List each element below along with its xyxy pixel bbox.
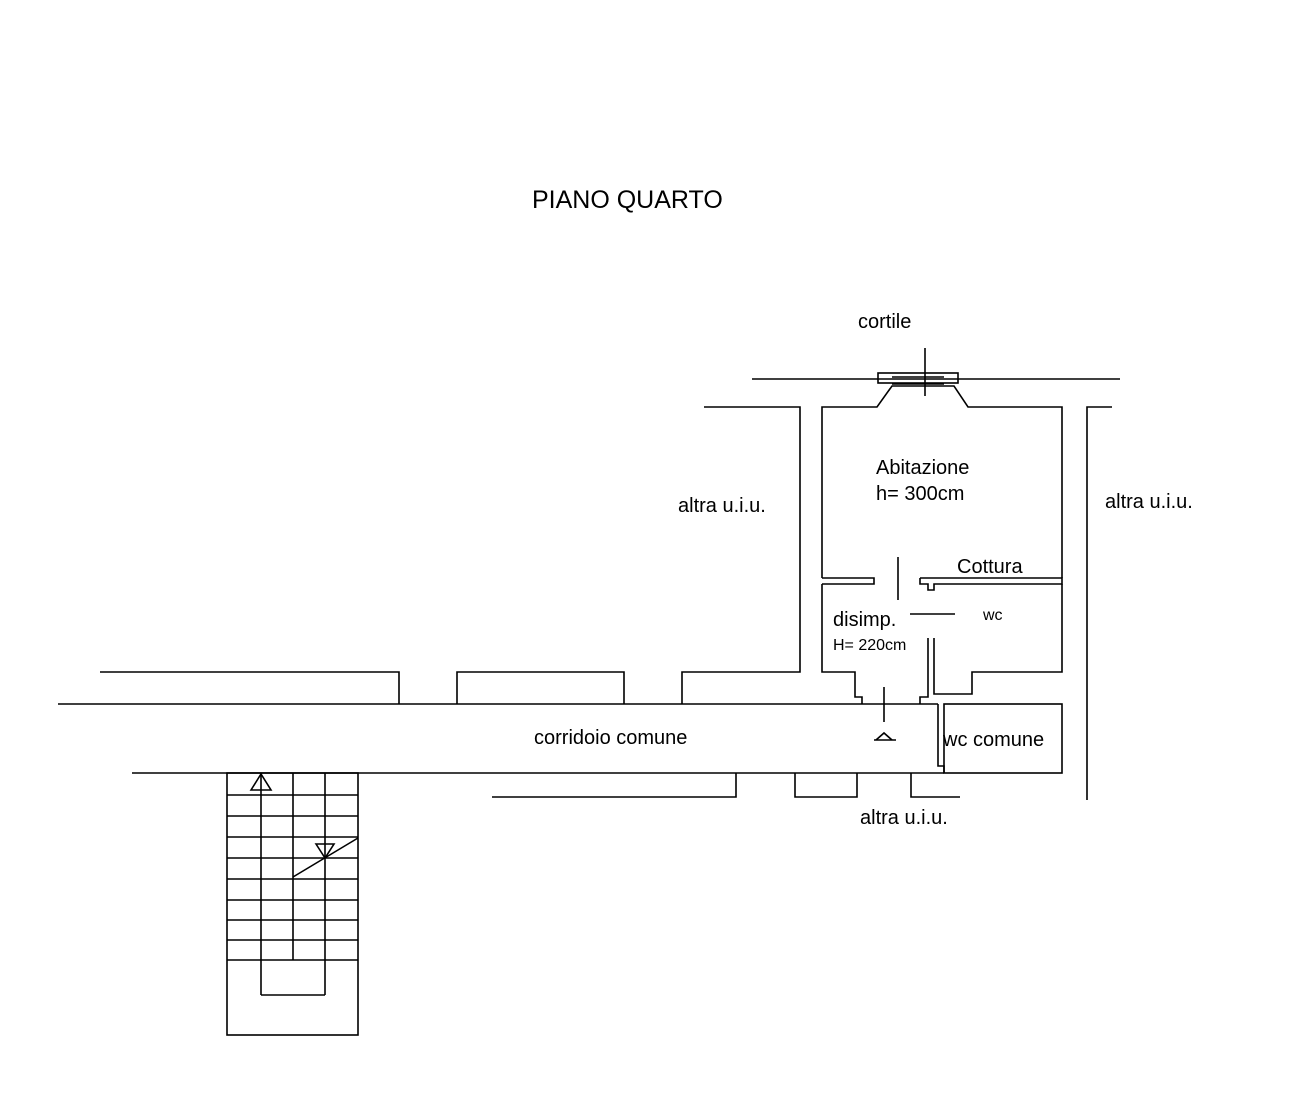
label-cortile: cortile bbox=[858, 311, 911, 333]
staircase bbox=[226, 772, 359, 1036]
label-disimpegno: disimp. bbox=[833, 609, 896, 631]
label-abitazione-height: h= 300cm bbox=[876, 483, 964, 505]
label-cottura: Cottura bbox=[957, 556, 1023, 578]
room-wc-comune bbox=[943, 703, 1063, 774]
walls-left-unit bbox=[100, 406, 801, 704]
room-disimpegno bbox=[821, 584, 1063, 704]
label-disimpegno-height: H= 220cm bbox=[833, 637, 906, 654]
label-wc: wc bbox=[982, 607, 1003, 624]
label-corridoio: corridoio comune bbox=[534, 727, 687, 749]
label-altra-bottom: altra u.i.u. bbox=[860, 807, 948, 829]
room-abitazione bbox=[821, 385, 1063, 600]
walls-right-unit bbox=[1086, 406, 1112, 800]
label-abitazione: Abitazione bbox=[876, 457, 969, 479]
label-wc-comune: wc comune bbox=[942, 729, 1044, 751]
label-altra-right: altra u.i.u. bbox=[1105, 491, 1193, 513]
label-altra-left: altra u.i.u. bbox=[678, 495, 766, 517]
corridoio-comune bbox=[58, 703, 945, 774]
courtyard-wall bbox=[752, 348, 1120, 396]
walls-bottom-unit bbox=[492, 773, 960, 798]
plan-title: PIANO QUARTO bbox=[532, 186, 723, 214]
entrance-marker bbox=[874, 687, 896, 741]
